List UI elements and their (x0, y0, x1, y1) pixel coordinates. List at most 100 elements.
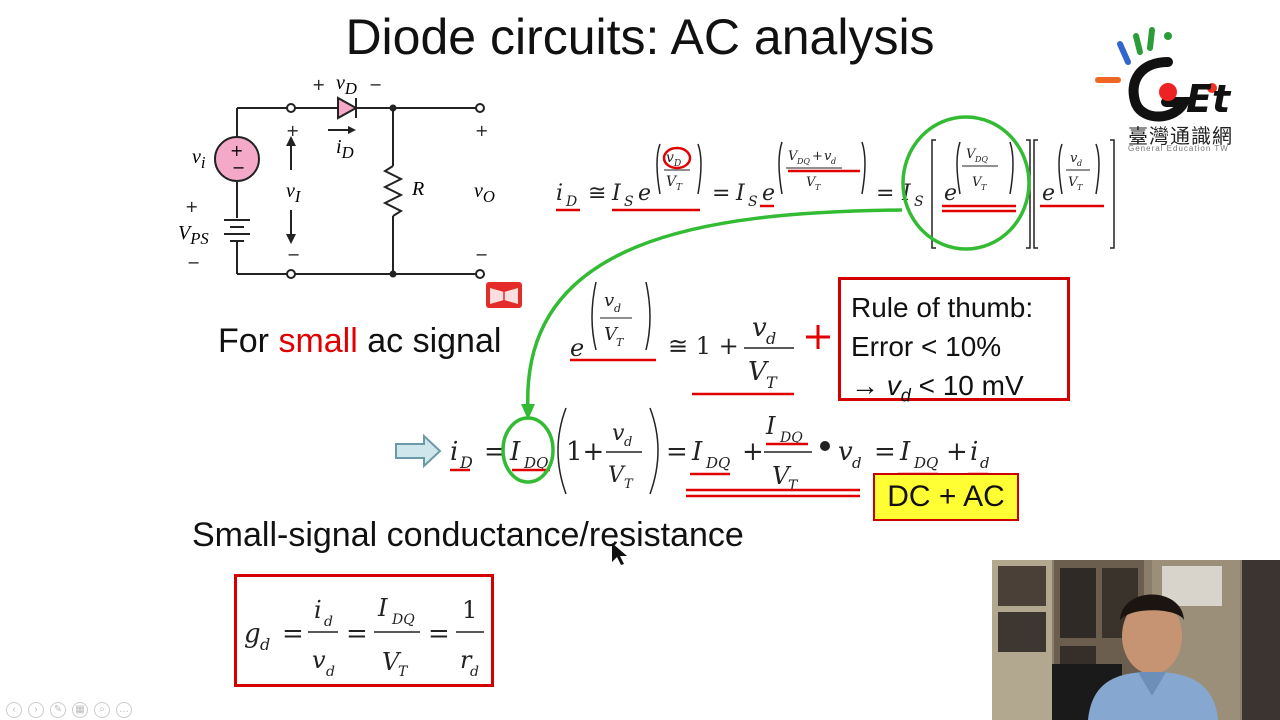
svg-text:=: = (346, 619, 368, 649)
svg-text:DQ: DQ (391, 612, 415, 628)
svg-text:=: = (874, 437, 896, 467)
svg-text:DQ: DQ (705, 454, 730, 472)
conductance-formula-box (234, 574, 494, 687)
svg-text:T: T (815, 183, 821, 192)
svg-text:v: v (604, 290, 614, 311)
label-vI: vI (286, 180, 301, 206)
svg-text:+: + (230, 141, 243, 160)
label-id: iD (336, 136, 354, 162)
svg-text:V: V (748, 357, 769, 387)
svg-text:T: T (676, 183, 683, 193)
svg-text:T: T (766, 373, 778, 392)
svg-text:I: I (735, 181, 746, 206)
logo-graphic: Et (1095, 27, 1232, 122)
svg-text:d: d (326, 664, 335, 680)
svg-text:+: + (286, 121, 299, 140)
label-vps: VPS (178, 222, 209, 248)
next-slide-icon[interactable]: › (28, 702, 44, 718)
svg-text:=: = (666, 437, 688, 467)
svg-text:S: S (624, 194, 634, 210)
svg-text:≅: ≅ (588, 181, 606, 206)
svg-text:e: e (638, 181, 651, 206)
svg-text:Et: Et (1186, 77, 1232, 121)
svg-text:I: I (611, 181, 622, 206)
svg-text:DQ: DQ (913, 454, 938, 472)
svg-text:i: i (450, 437, 458, 467)
svg-text:d: d (624, 435, 632, 450)
svg-text:S: S (914, 194, 924, 210)
svg-text:1: 1 (462, 596, 477, 624)
zoom-icon[interactable]: ⌕ (94, 702, 110, 718)
rule-line-2: Error < 10% (851, 331, 1002, 362)
svg-text:e: e (1042, 181, 1055, 206)
label-R: R (412, 178, 425, 200)
svg-text:V: V (788, 149, 799, 164)
svg-text:S: S (748, 194, 758, 210)
rule-line-1: Rule of thumb: (851, 292, 1034, 323)
highlight-small: small (278, 322, 358, 360)
rule-of-thumb-box: Rule of thumb: Error < 10% → vd < 10 mV (838, 277, 1070, 406)
svg-text:+: + (946, 437, 968, 467)
svg-text:=: = (876, 181, 894, 206)
svg-text:=: = (712, 181, 730, 206)
svg-text:I: I (377, 594, 388, 622)
svg-text:+: + (742, 437, 764, 467)
svg-text:T: T (624, 477, 634, 492)
svg-text:−: − (287, 245, 300, 264)
svg-text:D: D (459, 453, 473, 472)
svg-text:+: + (185, 197, 198, 216)
dc-ac-label: DC + AC (873, 473, 1019, 521)
diode-circuit-diagram: + − + − + − + − + − vi VPS vD iD vI R vO (160, 70, 520, 290)
svg-text:T: T (788, 478, 799, 494)
svg-text:V: V (1068, 175, 1079, 190)
svg-text:e: e (762, 181, 775, 206)
svg-text:d: d (1077, 159, 1082, 168)
svg-text:T: T (1077, 183, 1083, 192)
svg-text:V: V (806, 175, 817, 190)
svg-text:e: e (570, 334, 584, 362)
svg-text:V: V (608, 463, 626, 488)
svg-text:i: i (970, 437, 978, 467)
svg-text:I: I (901, 181, 912, 206)
logo-chinese: 臺灣通識網 (1128, 126, 1233, 148)
svg-text:i: i (556, 181, 563, 206)
svg-text:v: v (838, 437, 853, 467)
svg-text:1+: 1+ (566, 437, 604, 467)
svg-text:=: = (428, 619, 450, 649)
svg-text:+: + (812, 149, 823, 164)
for-small-ac-signal-text: For small ac signal (218, 322, 502, 360)
svg-text:T: T (981, 183, 987, 192)
svg-text:d: d (766, 329, 776, 348)
svg-text:V: V (666, 174, 678, 190)
small-signal-title: Small-signal conductance/resistance (192, 516, 744, 554)
svg-text:d: d (831, 157, 836, 166)
svg-text:−: − (475, 245, 488, 264)
previous-slide-icon[interactable]: ‹ (6, 702, 22, 718)
svg-text:v: v (312, 646, 326, 674)
label-vi: vi (192, 146, 206, 172)
svg-text:T: T (616, 336, 625, 349)
pen-icon[interactable]: ✎ (50, 702, 66, 718)
svg-text:DQ: DQ (523, 454, 548, 472)
svg-text:I: I (691, 437, 703, 467)
svg-text:≅ 1 +: ≅ 1 + (668, 332, 739, 360)
svg-text:v: v (666, 150, 674, 166)
slide-title: Diode circuits: AC analysis (345, 9, 935, 65)
svg-text:−: − (232, 158, 245, 177)
more-options-icon[interactable]: … (116, 702, 132, 718)
svg-text:v: v (1070, 151, 1078, 166)
svg-text:v: v (612, 421, 625, 446)
svg-text:r: r (460, 646, 473, 674)
svg-text:V: V (604, 324, 619, 345)
svg-text:d: d (324, 614, 333, 630)
rule-line-3: → vd < 10 mV (851, 370, 1024, 406)
label-vd: vD (336, 72, 357, 98)
svg-text:e: e (944, 181, 957, 206)
slideshow-toolbar[interactable]: ‹ › ✎ ▦ ⌕ … (6, 699, 138, 718)
svg-text:=: = (484, 437, 506, 467)
slides-grid-icon[interactable]: ▦ (72, 702, 88, 718)
arrow-icon: → (851, 370, 887, 401)
svg-text:d: d (980, 454, 990, 472)
svg-text:d: d (260, 635, 270, 654)
svg-text:d: d (614, 302, 621, 315)
